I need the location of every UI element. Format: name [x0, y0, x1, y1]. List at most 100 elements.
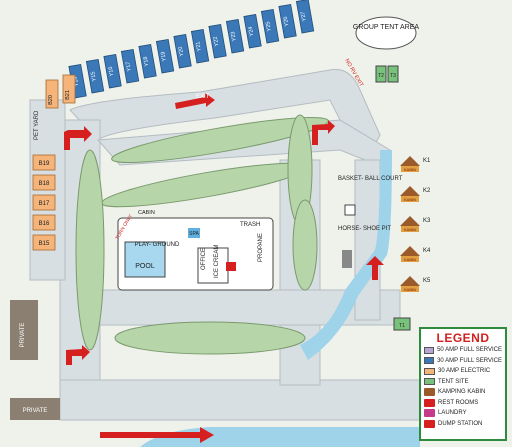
- tent-label-t1: T1: [399, 323, 405, 329]
- site-b15: B15: [32, 234, 56, 251]
- svg-text:KABIN: KABIN: [404, 197, 416, 202]
- site-y22: Y22: [208, 23, 227, 59]
- cabin-icon: [424, 388, 435, 397]
- exit-arrow-bottom: [100, 427, 214, 443]
- legend-label: 30 AMP FULL SERVICE: [437, 357, 502, 364]
- private-label-1: PRIVATE: [20, 323, 26, 348]
- site-y15: Y15: [85, 58, 105, 94]
- svg-text:Y22: Y22: [213, 36, 221, 47]
- legend-label: TENT SITE: [438, 378, 469, 385]
- private-block-1: [10, 300, 38, 360]
- legend: LEGEND 50 AMP FULL SERVICE 30 AMP FULL SE…: [419, 327, 507, 441]
- svg-text:B20: B20: [48, 95, 54, 105]
- site-b17: B17: [32, 194, 56, 211]
- site-band-lower: [114, 321, 306, 355]
- svg-text:B16: B16: [39, 221, 50, 227]
- tent-label-t3: T3: [390, 73, 396, 79]
- legend-item: DUMP STATION: [424, 419, 502, 430]
- site-band-left: [75, 149, 105, 351]
- tent-site-t1: [393, 317, 411, 331]
- legend-item: 30 AMP FULL SERVICE: [424, 356, 502, 367]
- group-tent-area: [355, 16, 417, 50]
- svg-text:Y17: Y17: [125, 61, 133, 72]
- legend-label: DUMP STATION: [438, 420, 483, 427]
- legend-item: 30 AMP ELECTRIC: [424, 366, 502, 377]
- site-b19: B19: [32, 154, 56, 171]
- svg-text:Y14: Y14: [73, 76, 81, 87]
- site-b21: B21: [62, 74, 76, 104]
- tent-label-t2: T2: [378, 73, 384, 79]
- horseshoe-label: HORSE- SHOE PIT: [338, 226, 391, 232]
- svg-text:B18: B18: [39, 181, 50, 187]
- site-y27: Y27: [295, 0, 315, 34]
- svg-text:B21: B21: [65, 90, 71, 100]
- creek: [300, 150, 392, 360]
- svg-text:KABIN: KABIN: [404, 257, 416, 262]
- legend-label: LAUNDRY: [438, 410, 467, 417]
- legend-item: REST ROOMS: [424, 398, 502, 409]
- tent-site-t2: [375, 65, 387, 83]
- svg-text:Y20: Y20: [178, 46, 186, 57]
- private-label-2: PRIVATE: [23, 408, 48, 414]
- svg-text:B15: B15: [39, 241, 50, 247]
- basketball-court: [344, 204, 356, 216]
- laundry-icon: [424, 409, 435, 418]
- exit-label-top: EXIT: [196, 94, 210, 100]
- svg-text:B19: B19: [39, 161, 50, 167]
- propane-label: PROPANE: [258, 233, 264, 262]
- site-y24: Y24: [243, 13, 262, 49]
- svg-text:Y19: Y19: [160, 51, 168, 62]
- dump-station-icon: [424, 419, 435, 428]
- site-y23: Y23: [225, 18, 245, 54]
- legend-items: 50 AMP FULL SERVICE 30 AMP FULL SERVICE 30…: [424, 345, 502, 429]
- exit-arrow-right: [366, 256, 384, 280]
- site-y20: Y20: [173, 33, 192, 69]
- legend-item: TENT SITE: [424, 377, 502, 388]
- svg-text:Y23: Y23: [230, 31, 238, 42]
- legend-label: 50 AMP FULL SERVICE: [437, 347, 502, 354]
- site-y25: Y25: [260, 8, 280, 44]
- creek-bottom: [140, 427, 420, 447]
- tent-site-t3: [387, 65, 399, 83]
- pool-label: POOL: [135, 263, 155, 270]
- svg-text:K1: K1: [423, 158, 431, 164]
- svg-text:Y24: Y24: [248, 26, 256, 37]
- restroom-icon: [424, 398, 435, 407]
- svg-text:KABIN: KABIN: [404, 167, 416, 172]
- legend-title: LEGEND: [436, 331, 490, 345]
- legend-swatch: [424, 367, 435, 375]
- ice-cream-label: ICE CREAM: [214, 245, 220, 278]
- site-b16: B16: [32, 214, 56, 231]
- exit-arrow-top: [175, 93, 215, 109]
- site-b20: B20: [45, 79, 59, 109]
- site-y19: Y19: [155, 38, 175, 74]
- svg-text:K3: K3: [423, 218, 431, 224]
- pet-yard-label: PET YARD: [34, 110, 40, 140]
- site-band-right: [287, 114, 318, 291]
- site-y21: Y21: [190, 28, 210, 64]
- svg-text:Y21: Y21: [195, 41, 203, 52]
- svg-text:Y25: Y25: [265, 21, 273, 32]
- site-y17: Y17: [120, 48, 140, 84]
- cabin-label: CABIN: [138, 210, 155, 216]
- exit-arrow-left: [64, 126, 92, 150]
- pool: [124, 241, 166, 278]
- site-b18: B18: [32, 174, 56, 191]
- legend-label: KAMPING KABIN: [438, 389, 486, 396]
- svg-text:Y26: Y26: [283, 16, 291, 27]
- restroom-icon: [226, 262, 236, 271]
- trash-label-1: TRASH: [240, 222, 260, 228]
- horseshoe-pit: [342, 250, 352, 268]
- svg-text:B17: B17: [39, 201, 50, 207]
- legend-label: 30 AMP ELECTRIC: [438, 368, 491, 375]
- svg-text:Y27: Y27: [300, 11, 308, 22]
- site-y16: Y16: [103, 53, 122, 89]
- svg-text:K2: K2: [423, 188, 431, 194]
